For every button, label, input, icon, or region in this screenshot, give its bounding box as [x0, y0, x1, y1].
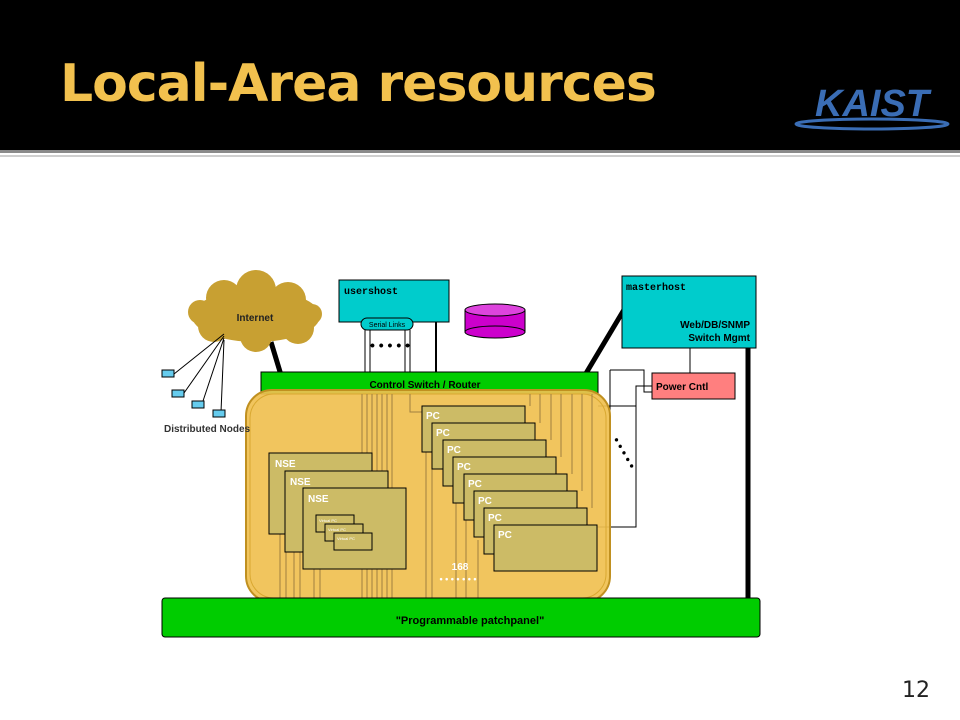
internet-label: Internet [237, 313, 274, 324]
node-icon [171, 389, 185, 398]
node-icon [212, 409, 226, 418]
patchpanel-label: "Programmable patchpanel" [396, 615, 545, 627]
masterhost-box [621, 275, 757, 349]
svg-text:NSE: NSE [308, 494, 329, 505]
svg-text:Virtual PC: Virtual PC [337, 536, 355, 541]
pc-count-dots: • • • • • • • [439, 574, 476, 584]
svg-text:PC: PC [426, 411, 440, 422]
svg-text:PC: PC [447, 445, 461, 456]
patchpanel-bar [161, 597, 761, 638]
distributed-nodes [161, 333, 226, 418]
node-icon [191, 400, 205, 409]
power-dots: • • • • • [609, 435, 638, 472]
pc-stack: PC PC PC PC PC PC PC PC [421, 405, 598, 572]
slide-number: 12 [902, 678, 930, 703]
slide-title: Local-Area resources [60, 54, 657, 114]
svg-text:PC: PC [488, 513, 502, 524]
pc-count: 168 [452, 562, 469, 573]
pc-box: PC [493, 524, 598, 572]
header-rule [0, 150, 960, 153]
usershost-box [338, 279, 450, 323]
svg-text:NSE: NSE [290, 477, 311, 488]
database-icon [464, 303, 526, 339]
power-cntl-label: Power Cntl [656, 382, 708, 393]
serial-links-box [360, 317, 414, 331]
distributed-nodes-label: Distributed Nodes [164, 424, 251, 435]
virtual-pc-box: Virtual PC [333, 532, 373, 551]
node-icon [161, 369, 175, 378]
masterhost-label: masterhost [626, 282, 686, 294]
internet-link [268, 341, 284, 376]
serial-links-label: Serial Links [369, 322, 406, 329]
masterhost-link [582, 306, 628, 377]
masterhost-role-1: Web/DB/SNMP [680, 320, 750, 331]
nse-stack: NSE NSE NSE Virtual PC Virtual PC Virtua… [268, 452, 407, 570]
svg-text:PC: PC [436, 428, 450, 439]
serial-link-lines [364, 330, 411, 372]
ellipsis-dots: • • • • • [370, 337, 410, 353]
svg-text:PC: PC [478, 496, 492, 507]
header-rule-thin [0, 155, 960, 157]
svg-text:NSE: NSE [275, 459, 296, 470]
svg-text:Virtual PC: Virtual PC [319, 518, 337, 523]
svg-text:PC: PC [498, 530, 512, 541]
internet-cloud [188, 270, 322, 352]
control-switch-label: Control Switch / Router [369, 380, 480, 391]
svg-text:Virtual PC: Virtual PC [328, 527, 346, 532]
usershost-label: usershost [344, 286, 398, 298]
kaist-logo: KAIST [794, 83, 950, 131]
power-cntl-box [651, 372, 736, 400]
masterhost-role-2: Switch Mgmt [688, 333, 750, 344]
svg-text:PC: PC [468, 479, 482, 490]
svg-text:PC: PC [457, 462, 471, 473]
